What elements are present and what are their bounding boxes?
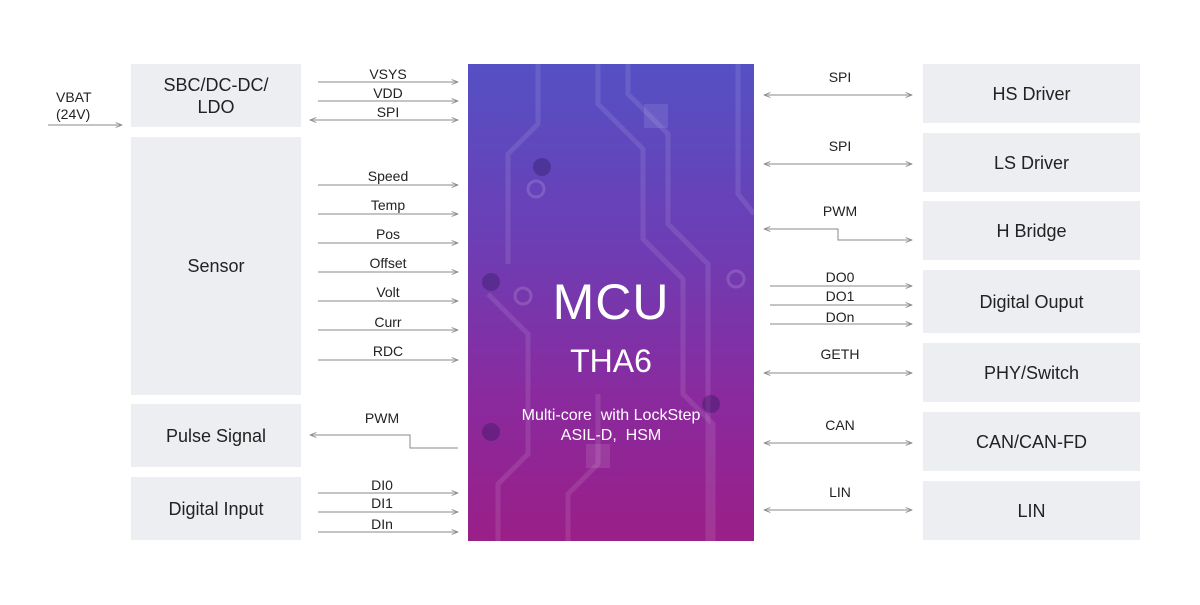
can-block-label: CAN/CAN-FD — [976, 431, 1087, 452]
mcu-desc-line1: Multi-core with LockStep — [521, 407, 701, 424]
lin-block: LIN — [923, 481, 1140, 540]
can-label: CAN — [825, 417, 855, 433]
curr-label: Curr — [374, 314, 402, 330]
lin-label: LIN — [829, 484, 851, 500]
can-block: CAN/CAN-FD — [923, 412, 1140, 471]
hs-driver-block: HS Driver — [923, 64, 1140, 123]
do1-label: DO1 — [825, 288, 855, 304]
digital-input-block: Digital Input — [131, 477, 301, 540]
do0-label: DO0 — [825, 269, 855, 285]
mcu-model: THA6 — [570, 343, 652, 379]
h-bridge-block: H Bridge — [923, 201, 1140, 260]
speed-label: Speed — [367, 168, 409, 184]
mcu-block: MCU THA6 Multi-core with LockStep ASIL-D… — [468, 64, 754, 541]
mcu-desc-line2: ASIL-D, HSM — [560, 427, 662, 444]
din-label: DIn — [371, 516, 393, 532]
pos-label: Pos — [375, 226, 401, 242]
di1-label: DI1 — [371, 495, 393, 511]
rdc-label: RDC — [372, 343, 404, 359]
vdd-label: VDD — [373, 85, 403, 101]
digital-output-label: Digital Ouput — [979, 291, 1084, 312]
pulse-signal-block: Pulse Signal — [131, 404, 301, 467]
temp-label: Temp — [370, 197, 406, 213]
sbc-label: SBC/DC-DC/ LDO — [163, 74, 269, 117]
vbat-name: VBAT — [56, 89, 92, 105]
mcu-title: MCU — [552, 274, 670, 330]
phy-switch-block: PHY/Switch — [923, 343, 1140, 402]
phy-switch-label: PHY/Switch — [983, 362, 1080, 383]
digital-output-block: Digital Ouput — [923, 270, 1140, 333]
volt-label: Volt — [376, 284, 400, 300]
vbat-voltage: (24V) — [56, 106, 91, 122]
spi-ls-label: SPI — [828, 138, 852, 154]
spi-hs-label: SPI — [828, 69, 852, 85]
spi-left-label: SPI — [376, 104, 400, 120]
digital-input-label: Digital Input — [168, 498, 264, 519]
pwm-left-label: PWM — [364, 410, 400, 426]
di0-label: DI0 — [371, 477, 393, 493]
hs-driver-label: HS Driver — [992, 83, 1071, 104]
ls-driver-block: LS Driver — [923, 133, 1140, 192]
sbc-block: SBC/DC-DC/ LDO — [131, 64, 301, 127]
pwm-right-label: PWM — [822, 203, 858, 219]
vbat-label: VBAT (24V) — [56, 89, 92, 123]
mcu-description: Multi-core with LockStep ASIL-D, HSM — [468, 406, 754, 446]
circuit-pattern — [482, 64, 754, 541]
pulse-signal-label: Pulse Signal — [165, 425, 267, 446]
vsys-label: VSYS — [369, 66, 407, 82]
pwm-right-arrow — [764, 229, 912, 240]
lin-block-label: LIN — [1017, 500, 1046, 521]
don-label: DOn — [825, 309, 855, 325]
ls-driver-label: LS Driver — [993, 152, 1069, 173]
sensor-block: Sensor — [131, 137, 301, 395]
offset-label: Offset — [369, 255, 407, 271]
sensor-label: Sensor — [187, 256, 245, 276]
h-bridge-label: H Bridge — [996, 220, 1067, 241]
pwm-left-arrow — [310, 435, 458, 449]
geth-label: GETH — [820, 346, 860, 362]
